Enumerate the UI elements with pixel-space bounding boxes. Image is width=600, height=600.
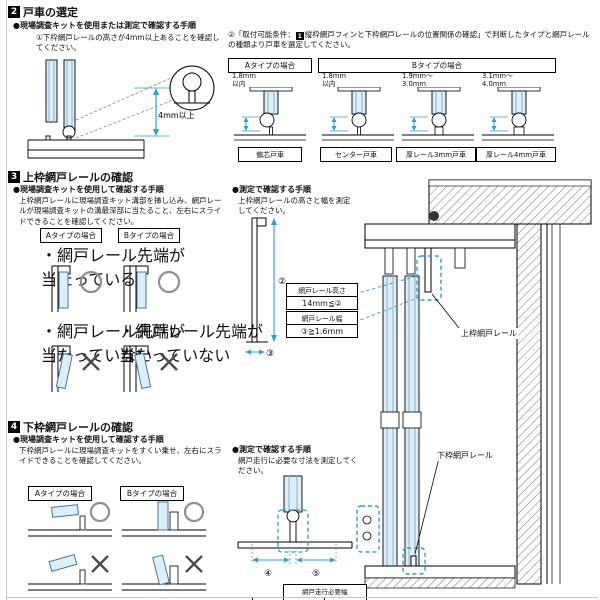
table-cell-dim5: 7mm≦⑤ [324, 597, 367, 600]
page-edge-left [6, 0, 7, 600]
roller-diagram [482, 87, 554, 141]
lower-rail-highlight [402, 547, 426, 575]
ok-circle-icon [183, 501, 205, 523]
sealant-dot [429, 211, 439, 221]
section2-step1: ①下枠網戸レールの高さが4mm以上あることを確認してください。 [36, 33, 220, 53]
section3-header: 3 上枠網戸レールの確認 [8, 169, 133, 185]
dim-mark-5: ⑤ [312, 569, 320, 579]
roller-name-center: センター戸車 [320, 147, 392, 162]
roller-dim-label: 1.8mm 以内 [232, 72, 257, 89]
section4-header: 4 下枠網戸レールの確認 [8, 419, 133, 435]
upper-rail-label: 上枠網戸レール [460, 328, 518, 339]
rail-measure-diagram: ② ③ [245, 217, 286, 359]
roller-option-center: 1.8mm 以内 [318, 72, 396, 146]
fin-highlight [356, 505, 380, 553]
dim-4mm-label: 4mm以上 [158, 111, 195, 120]
ok-circle-icon [89, 501, 111, 523]
kit-check-ok-b-diagram [123, 265, 181, 312]
type-b-header-s3: Bタイプの場合 [118, 228, 180, 243]
kit-check-ng-b-diagram [123, 345, 178, 392]
lower-screen-rail-shape [410, 555, 417, 567]
section3-title: 上枠網戸レールの確認 [23, 171, 133, 184]
sill-kit-check-a-diagram [28, 501, 112, 591]
ok-circle-icon [157, 270, 181, 294]
section2-number-icon: 2 [8, 6, 20, 18]
dim-mark-4: ④ [264, 569, 272, 579]
roller-diagram [322, 87, 394, 141]
dim-mark-2: ② [278, 277, 286, 287]
rail-height-value: 14mm≦② [286, 297, 358, 310]
sill-travel-width-diagram: ④ ⑤ [237, 475, 353, 579]
upper-rail-highlight [416, 255, 442, 301]
window-frame-cross-section-diagram [355, 179, 592, 589]
table-title-cell: 網戸走行必要幅 [282, 584, 367, 598]
roller-dim-label: 1.9mm〜 3.0mm [402, 72, 433, 89]
section3-measure-desc: 上枠網戸レールの高さと幅を測定してください。 [238, 196, 351, 216]
section2-title: 戸車の選定 [23, 6, 78, 19]
magnifier-circle-icon [169, 65, 215, 111]
rail-width-label: 網戸レール幅 [286, 311, 358, 325]
type-a-header-s3: Aタイプの場合 [40, 228, 102, 243]
roller-option-thick4: 3.1mm〜 4.0mm [478, 72, 556, 146]
rail-width-value: ③≧1.6mm [286, 325, 358, 338]
roller-dim-label: 1.8mm 以内 [322, 72, 347, 89]
type-b-header-s4: Bタイプの場合 [120, 486, 184, 501]
step2-text-pre: ②「取付可能条件： [228, 30, 295, 39]
kit-check-ok-a-diagram [51, 265, 103, 312]
section4-kit-desc: 下枠網戸レールに現場調査キットをすくい乗せ、左右にスライドできることを確認してく… [19, 446, 222, 466]
kit-check-ng-a-diagram [51, 345, 100, 392]
roller-option-eccentric: 1.8mm 以内 [228, 72, 312, 146]
section3-kit-desc: 上枠網戸レールに現場調査キット溝部を挿し込み、網戸レールが現場調査キットの溝最深… [19, 196, 222, 226]
section4-kit-header: ●現場調査キットを使用して確認する手順 [13, 435, 164, 444]
roller-dim-label: 3.1mm〜 4.0mm [482, 72, 513, 89]
section3-measure-header: ●測定で確認する手順 [232, 185, 311, 194]
section4-measure-header: ●測定で確認する手順 [232, 445, 311, 454]
section4-title: 下枠網戸レールの確認 [23, 421, 133, 434]
step2-text-post: 縦枠網戸フィンと下枠網戸レールの位置関係の確認」で判断したタイプと網戸レールの種… [228, 30, 590, 50]
rail-height-label: 網戸レール高さ [286, 283, 358, 297]
page-edge-bottom [6, 597, 598, 598]
ok-circle-icon [79, 270, 103, 294]
roller-name-thick4: 厚レール4mm戸車 [476, 147, 556, 162]
section1-ref-icon: 1 [295, 32, 304, 41]
type-b-header-s2: Bタイプの場合 [318, 58, 556, 73]
roller-diagram [402, 87, 474, 141]
roller-option-thick3: 1.9mm〜 3.0mm [398, 72, 476, 146]
section2-header: 2 戸車の選定 [8, 4, 78, 20]
dim-mark-3: ③ [266, 349, 274, 359]
rail-width-box: 網戸レール幅 ③≧1.6mm [286, 311, 358, 338]
rail-height-box: 網戸レール高さ 14mm≦② [286, 283, 358, 310]
roller-name-eccentric: 偏芯戸車 [238, 147, 302, 162]
roller-diagram [234, 87, 306, 141]
roller-name-thick3: 厚レール3mm戸車 [396, 147, 476, 162]
roller-shape [62, 125, 76, 139]
upper-screen-rail-shape [424, 247, 432, 293]
type-a-header-s2: Aタイプの場合 [228, 58, 312, 73]
type-a-header-s4: Aタイプの場合 [28, 486, 92, 501]
table-cell-blank [252, 584, 284, 598]
travel-width-table: 網戸走行必要幅 Aタイプ 10mm≦④ 7mm≦⑤ Bタイプ 8.5mm≦④ 8… [252, 584, 367, 600]
sill-rail-height-diagram: 4mm以上 [27, 59, 215, 159]
section4-number-icon: 4 [8, 421, 20, 433]
section2-procedure: ●現場調査キットを使用または測定で確認する手順 [13, 21, 196, 30]
table-row: Aタイプ 10mm≦④ 7mm≦⑤ [252, 597, 367, 600]
section4-measure-desc: 網戸走行に必要な寸法を測定してください。 [238, 456, 358, 476]
section3-kit-header: ●現場調査キットを使用して確認する手順 [13, 185, 164, 194]
sill-kit-check-b-diagram [122, 501, 206, 591]
section3-number-icon: 3 [8, 171, 20, 183]
lower-rail-label: 下枠網戸レール [436, 450, 494, 461]
table-row: 網戸走行必要幅 [252, 584, 367, 598]
